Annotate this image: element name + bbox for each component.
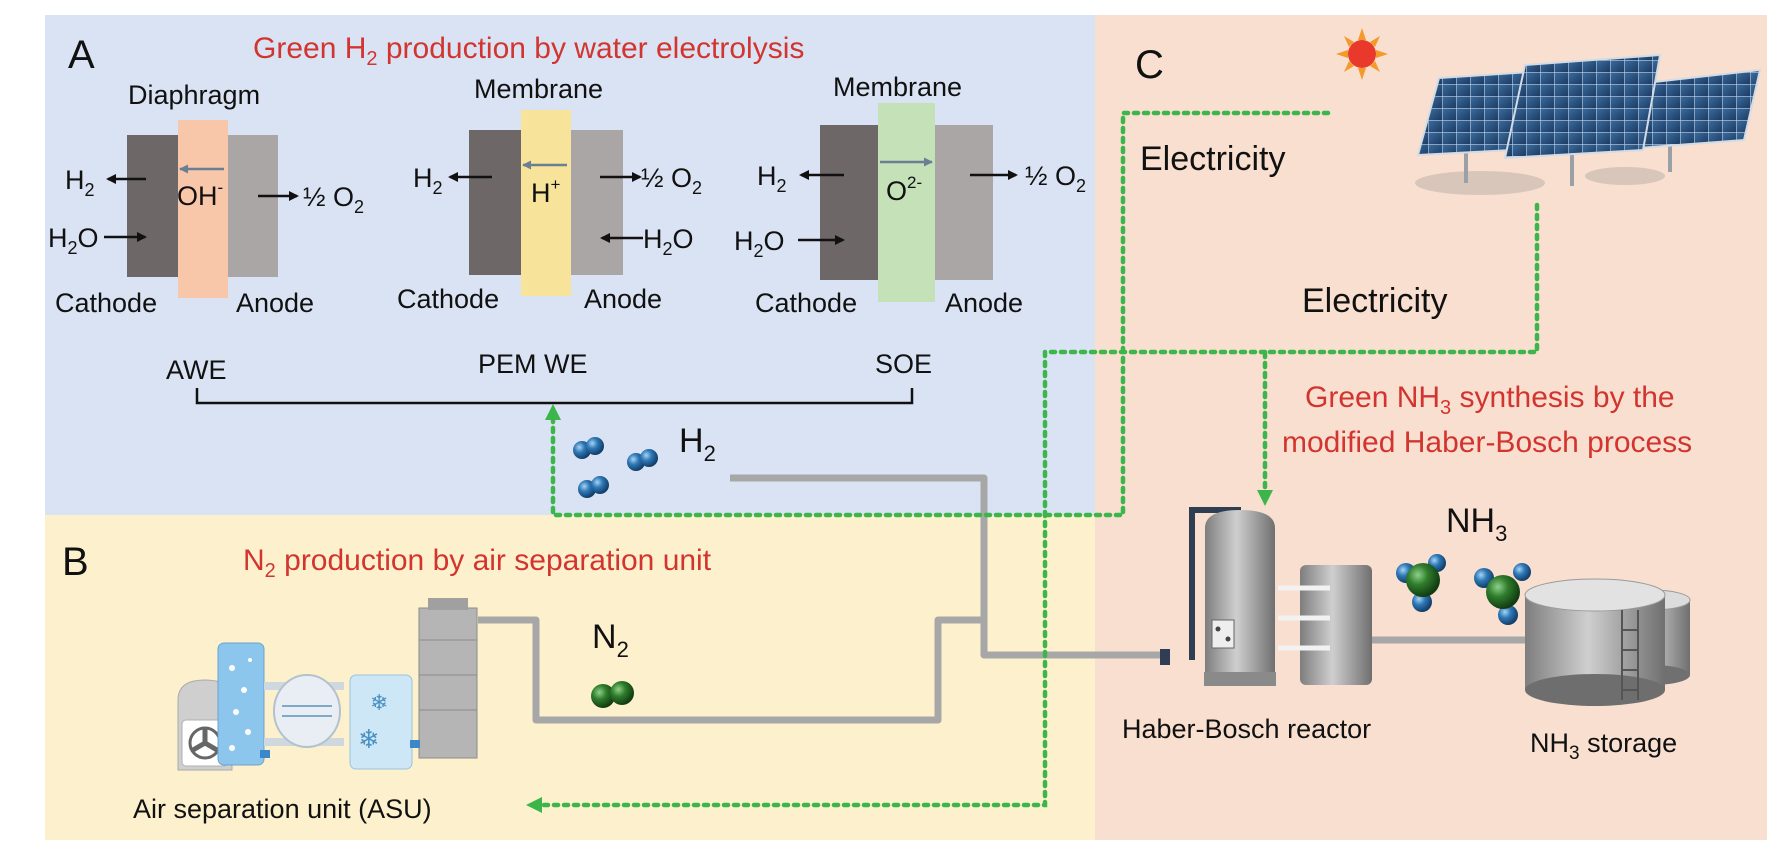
asu-equipment-icon: ❄ ❄ — [177, 598, 478, 771]
h2-molecules — [573, 437, 658, 498]
electrolyzer-bracket — [195, 388, 914, 405]
panel-c-title-line1: Green NH3 synthesis by the — [1305, 381, 1675, 419]
h2-label: H2 — [679, 422, 716, 466]
panel-c-title-line2: modified Haber-Bosch process — [1282, 426, 1692, 459]
nh3-label: NH3 — [1446, 502, 1507, 546]
soe-anode-label: Anode — [945, 288, 1023, 318]
soe-cathode — [820, 125, 878, 280]
pipes — [478, 474, 1548, 724]
n2-label: N2 — [592, 618, 629, 662]
electrolyzer-flow-arrowhead — [545, 404, 561, 420]
panel-b-letter: B — [62, 540, 89, 584]
pem-h2o-in-label: H2O — [643, 224, 694, 259]
storage-label: NH3 storage — [1530, 728, 1677, 764]
awe-cathode — [127, 135, 178, 277]
pem-cell: H+ Membrane H2 ½ O2 H2O Cathode Anode PE… — [397, 74, 702, 379]
panel-c-letter: C — [1135, 43, 1164, 87]
pem-o2-out-label: ½ O2 — [641, 163, 702, 198]
awe-ion-label: OH- — [177, 178, 223, 211]
electricity-to-reactor-line — [1262, 202, 1540, 495]
soe-o2-out-label: ½ O2 — [1025, 161, 1086, 196]
soe-h2-out-label: H2 — [757, 161, 787, 196]
pem-cathode — [469, 130, 521, 275]
asu-label: Air separation unit (ASU) — [133, 794, 432, 824]
h2-pipe — [730, 474, 1168, 659]
soe-separator-label: Membrane — [833, 72, 962, 102]
soe-name: SOE — [875, 349, 932, 379]
flow-lines — [537, 110, 1540, 808]
electricity-to-electrolyzer-line — [550, 110, 1331, 518]
soe-cathode-label: Cathode — [755, 288, 857, 318]
awe-anode — [228, 135, 278, 277]
awe-h2o-in-label: H2O — [48, 223, 99, 258]
awe-separator-label: Diaphragm — [128, 80, 260, 110]
svg-text:❄: ❄ — [370, 691, 388, 716]
pem-separator-label: Membrane — [474, 74, 603, 104]
reactor-label: Haber-Bosch reactor — [1122, 714, 1371, 744]
soe-h2o-in-label: H2O — [734, 226, 785, 261]
awe-h2-out-label: H2 — [65, 165, 95, 200]
reactor-flow-arrowhead — [1257, 490, 1273, 506]
n2-pipe — [478, 616, 984, 724]
pem-anode-label: Anode — [584, 284, 662, 314]
electricity-label-1: Electricity — [1140, 140, 1285, 178]
pem-name: PEM WE — [478, 349, 588, 379]
soe-cell: O2- Membrane H2 H2O ½ O2 Cathode Anode S… — [734, 72, 1086, 379]
soe-anode — [935, 125, 993, 280]
awe-name: AWE — [166, 355, 227, 385]
haber-bosch-reactor-icon — [1160, 507, 1372, 686]
panel-a-title: Green H2 production by water electrolysi… — [253, 32, 804, 70]
soe-ion-label: O2- — [886, 173, 922, 206]
awe-cathode-label: Cathode — [55, 288, 157, 318]
nh3-molecules — [1396, 554, 1531, 625]
svg-text:❄: ❄ — [358, 725, 380, 755]
panel-b-title: N2 production by air separation unit — [243, 544, 712, 582]
sun-icon — [1336, 28, 1388, 80]
awe-o2-out-label: ½ O2 — [303, 182, 364, 217]
n2-molecule — [591, 681, 634, 708]
asu-flow-arrowhead — [526, 797, 542, 813]
pem-cathode-label: Cathode — [397, 284, 499, 314]
electricity-to-asu-line — [537, 349, 1268, 808]
soe-membrane — [878, 103, 935, 302]
solar-panel-icon — [1415, 53, 1762, 195]
electricity-label-2: Electricity — [1302, 282, 1447, 320]
pem-anode — [571, 130, 623, 275]
pem-ion-label: H+ — [531, 175, 561, 208]
panel-a-letter: A — [68, 33, 95, 77]
pem-h2-out-label: H2 — [413, 163, 443, 198]
awe-cell: OH- Diaphragm H2 H2O ½ O2 Cathode Anode … — [48, 80, 364, 385]
pem-membrane — [521, 110, 571, 296]
awe-anode-label: Anode — [236, 288, 314, 318]
nh3-storage-icon — [1524, 578, 1691, 706]
awe-diaphragm — [178, 120, 228, 298]
